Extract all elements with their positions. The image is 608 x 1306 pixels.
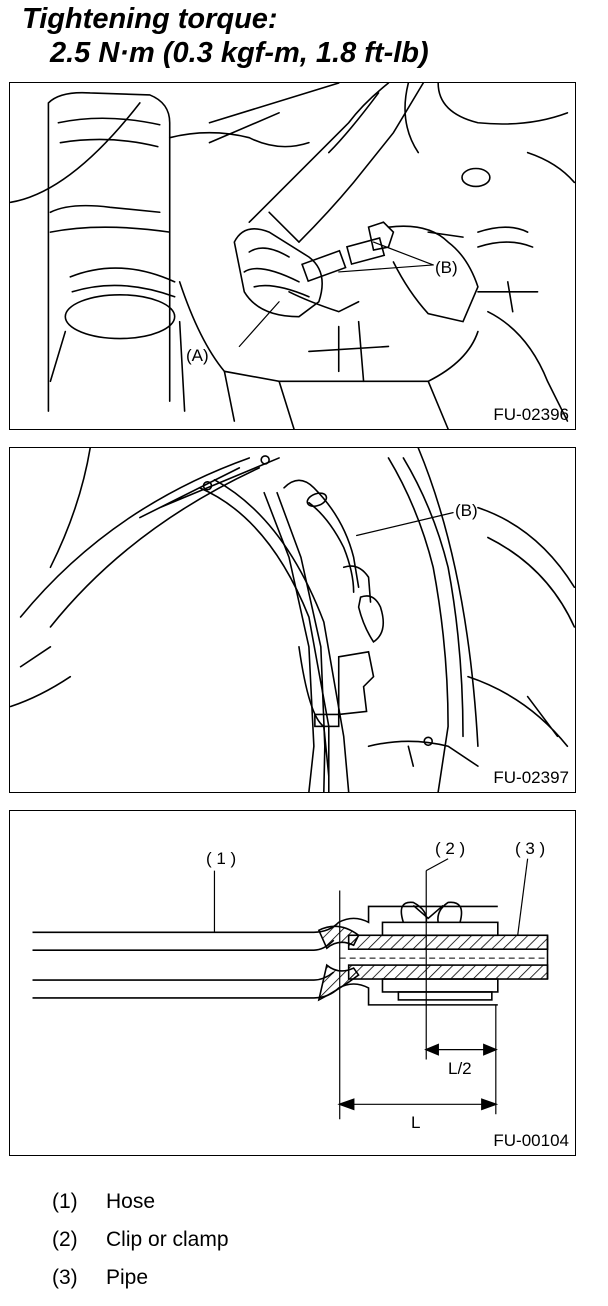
callout-b: (B)	[435, 258, 458, 277]
figure-id: FU-02396	[493, 405, 569, 424]
illustration-engine-bay	[10, 83, 575, 429]
legend-number: (2)	[52, 1228, 78, 1251]
figure-id: FU-02397	[493, 768, 569, 787]
dimension-length: L	[411, 1113, 421, 1132]
legend-item: (2) Clip or clamp	[52, 1221, 229, 1259]
legend-number: (3)	[52, 1266, 78, 1289]
callout-1-hose: ( 1 )	[206, 849, 237, 868]
legend-label: Hose	[106, 1190, 156, 1213]
callout-a: (A)	[186, 346, 209, 365]
legend-item: (3) Pipe	[52, 1259, 229, 1297]
callout-b: (B)	[455, 501, 478, 520]
dimension-half-length: L/2	[448, 1059, 472, 1078]
title-line-2: 2.5 N·m (0.3 kgf-m, 1.8 ft-lb)	[50, 37, 429, 69]
legend-item: (1) Hose	[52, 1183, 229, 1221]
legend-list: (1) Hose (2) Clip or clamp (3) Pipe	[52, 1183, 229, 1297]
figure-fuel-hose-engine-bay: (A) (B) FU-02396	[9, 82, 576, 430]
callout-3-pipe: ( 3 )	[515, 839, 546, 858]
figure-hose-clamp-position: ( 1 ) ( 2 ) ( 3 ) L/2 L FU-00104	[9, 810, 576, 1156]
figure-id: FU-00104	[493, 1131, 569, 1150]
page-title: Tightening torque: 2.5 N·m (0.3 kgf-m, 1…	[22, 2, 429, 70]
title-line-1: Tightening torque:	[22, 3, 278, 35]
legend-label: Clip or clamp	[106, 1228, 229, 1251]
callout-2-clip: ( 2 )	[435, 839, 466, 858]
legend-number: (1)	[52, 1190, 78, 1213]
illustration-wheel-well	[10, 448, 575, 792]
legend-label: Pipe	[106, 1266, 149, 1289]
illustration-hose-pipe-section	[32, 858, 549, 1120]
figure-fuel-hose-wheel-well: (B) FU-02397	[9, 447, 576, 793]
